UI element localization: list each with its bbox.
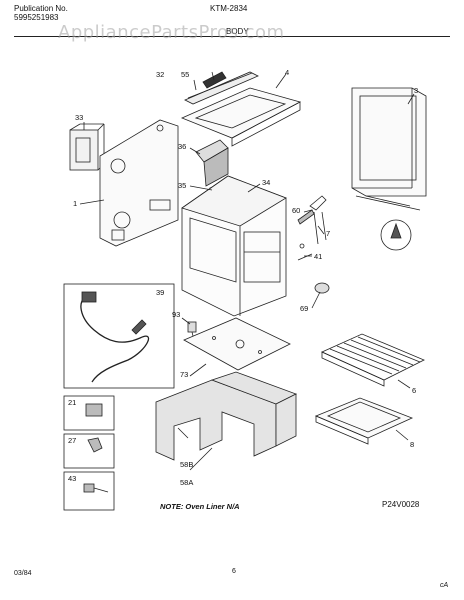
part-box-43 [63, 471, 115, 511]
leg-foot-part [314, 282, 330, 294]
callout-43: 43 [68, 474, 77, 483]
callout-32: 32 [156, 70, 165, 79]
callout-7: 7 [326, 229, 331, 238]
callout-8: 8 [410, 440, 415, 449]
callout-73: 73 [180, 370, 189, 379]
callout-35: 35 [178, 181, 187, 190]
header-rule [14, 36, 450, 37]
callout-93: 93 [172, 310, 181, 319]
top-panel-part [180, 87, 302, 147]
watermark: AppliancePartsPros.com [58, 22, 285, 43]
hinge-parts [297, 195, 327, 261]
section-title: BODY [226, 27, 249, 36]
callout-1: 1 [73, 199, 78, 208]
callout-58b: 58B [180, 460, 194, 469]
insulation-part [155, 371, 298, 461]
circle-inset-part [380, 219, 412, 251]
bracket-part-33 [69, 123, 105, 171]
callout-34: 34 [262, 178, 271, 187]
control-rail-part [184, 71, 259, 105]
footer-date: 03/84 [14, 570, 32, 577]
back-panel-part [351, 87, 427, 211]
callout-36: 36 [178, 142, 187, 151]
callout-4: 4 [285, 68, 290, 77]
callout-60: 60 [292, 206, 301, 215]
callout-39: 39 [156, 288, 165, 297]
callout-41: 41 [314, 252, 323, 261]
diagram-code: P24V0028 [382, 500, 420, 509]
callout-69: 69 [300, 304, 309, 313]
callout-6: 6 [412, 386, 417, 395]
publication-label: Publication No. [14, 4, 68, 13]
callout-55: 55 [181, 70, 190, 79]
bracket-part-36 [195, 139, 229, 187]
model-number: KTM-2834 [210, 4, 248, 13]
oven-body-part [181, 175, 287, 317]
bottom-panel-part [183, 317, 291, 371]
part-box-27 [63, 433, 115, 469]
callout-58a: 58A [180, 478, 194, 487]
footer-mark: cA [440, 582, 449, 589]
publication-number: 5995251983 [14, 13, 59, 22]
oven-rack-part [321, 333, 425, 387]
callout-27: 27 [68, 436, 77, 445]
page-number: 6 [232, 568, 236, 575]
power-cord-box [63, 283, 175, 389]
callout-21: 21 [68, 398, 77, 407]
oven-liner-note: NOTE: Oven Liner N/A [160, 502, 240, 511]
broiler-pan-part [314, 397, 414, 445]
side-panel-part [99, 119, 179, 247]
callout-3: 3 [414, 86, 419, 95]
callout-33: 33 [75, 113, 84, 122]
part-box-21 [63, 395, 115, 431]
